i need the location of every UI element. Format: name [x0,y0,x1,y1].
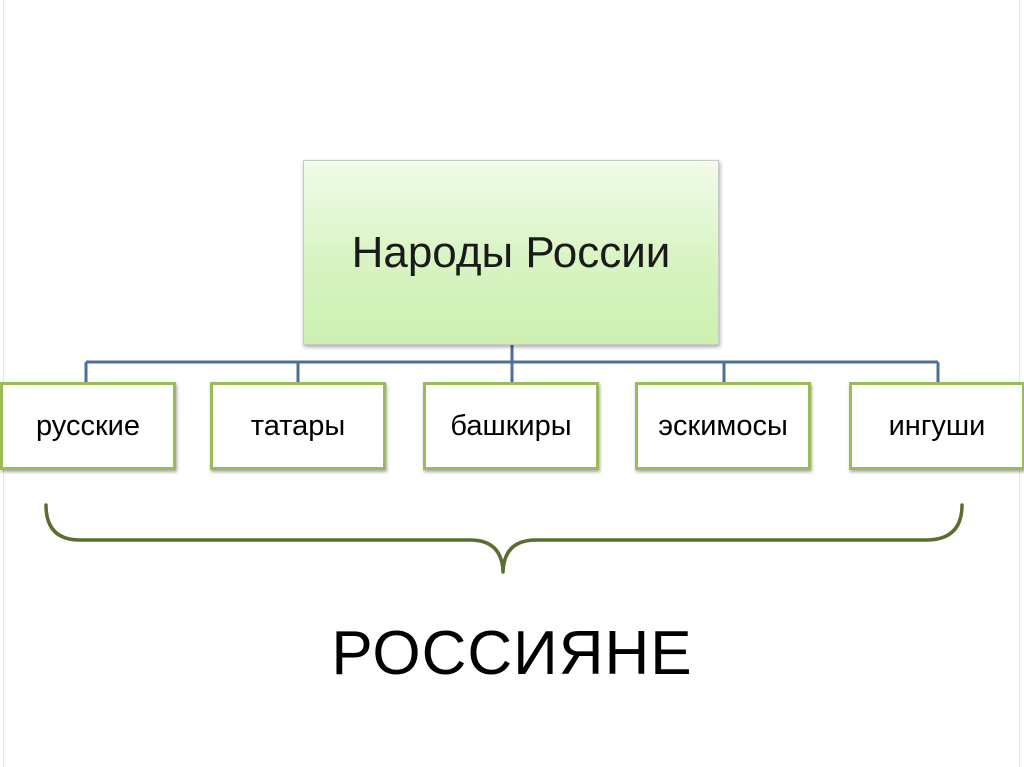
child-node-bashkiry: башкиры [423,382,599,470]
root-node-label: Народы России [351,227,671,277]
child-node-label: татары [250,409,346,442]
child-node-tatary: татары [210,382,386,470]
child-node-russkie: русские [0,382,176,470]
child-node-label: русские [36,409,140,442]
child-node-ingushi: ингуши [849,382,1024,470]
child-node-label: ингуши [888,409,986,442]
child-node-label: эскимосы [658,409,788,442]
root-node: Народы России [303,160,719,345]
child-node-eskimosy: эскимосы [635,382,811,470]
group-label: РОССИЯНЕ [331,619,693,688]
grouping-brace [44,503,964,574]
child-node-label: башкиры [450,409,572,442]
